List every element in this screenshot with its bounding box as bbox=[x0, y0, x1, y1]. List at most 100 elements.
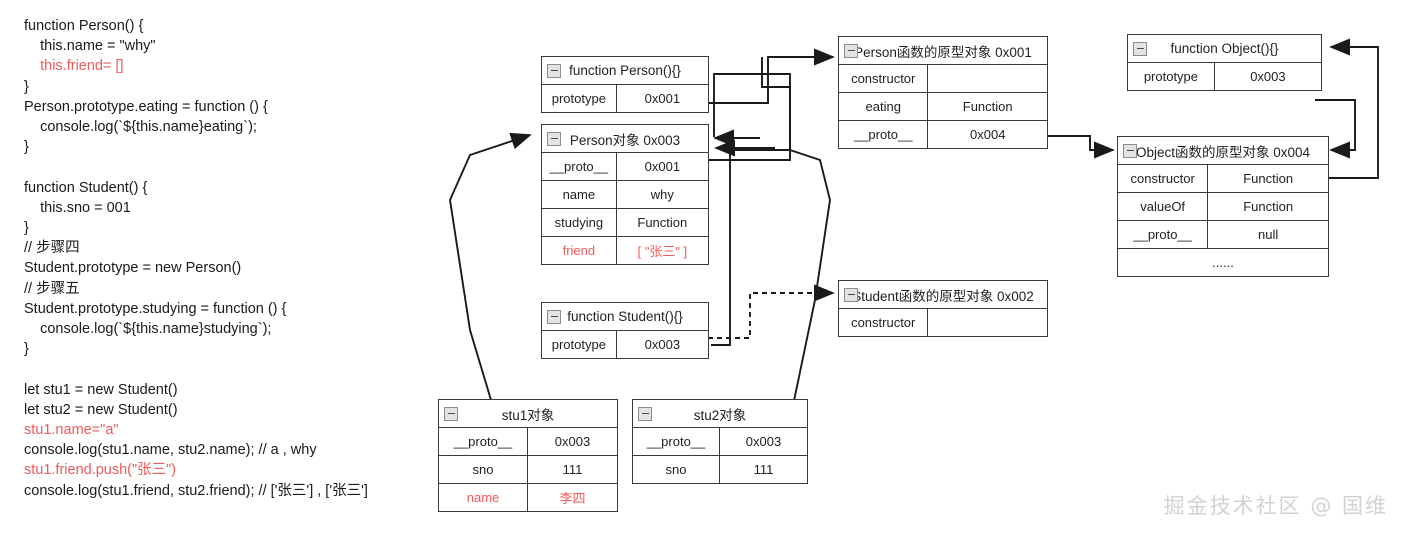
collapse-icon[interactable] bbox=[444, 406, 458, 421]
collapse-icon[interactable] bbox=[844, 287, 858, 302]
box-stu2-object[interactable]: stu2对象 __proto__ 0x003 sno 111 bbox=[632, 399, 808, 484]
table-row: __proto__ 0x004 bbox=[839, 121, 1047, 148]
wire-studentfn-to-personobj-path bbox=[711, 73, 791, 346]
row-key: __proto__ bbox=[839, 121, 929, 148]
code-line-2: this.friend= [] bbox=[24, 58, 124, 75]
row-key: prototype bbox=[1128, 63, 1215, 90]
table-row: __proto__ 0x003 bbox=[439, 428, 617, 456]
row-value: 0x003 bbox=[745, 434, 782, 449]
table-row: studying Function bbox=[542, 209, 708, 237]
code-line-20: stu1.name="a" bbox=[24, 422, 119, 439]
box-title: Object函数的原型对象 0x004 bbox=[1135, 144, 1311, 160]
box-header: function Student(){} bbox=[542, 303, 708, 331]
box-header: stu1对象 bbox=[439, 400, 617, 428]
row-value bbox=[928, 65, 1047, 92]
box-title: function Student(){} bbox=[567, 309, 683, 324]
code-line-1: this.name = "why" bbox=[24, 38, 156, 55]
box-title: stu1对象 bbox=[501, 407, 555, 423]
code-line-18: let stu1 = new Student() bbox=[24, 381, 178, 398]
box-header: stu2对象 bbox=[633, 400, 807, 428]
box-student-prototype[interactable]: Student函数的原型对象 0x002 constructor bbox=[838, 280, 1048, 337]
box-person-object[interactable]: Person对象 0x003 __proto__ 0x001 name why … bbox=[541, 124, 709, 265]
row-key: __proto__ bbox=[542, 153, 617, 180]
box-header: Person函数的原型对象 0x001 bbox=[839, 37, 1047, 65]
row-key: __proto__ bbox=[1118, 221, 1209, 248]
wire-personobj-proto-stub bbox=[706, 57, 791, 161]
code-line-19: let stu2 = new Student() bbox=[24, 401, 178, 418]
code-line-6: } bbox=[24, 139, 29, 156]
code-line-16: } bbox=[24, 341, 29, 358]
table-row: valueOf Function bbox=[1118, 193, 1328, 221]
table-row: constructor bbox=[839, 309, 1047, 336]
box-person-prototype[interactable]: Person函数的原型对象 0x001 constructor eating F… bbox=[838, 36, 1048, 149]
wire-stu1-to-personobj bbox=[449, 132, 532, 421]
wire-stu2-to-personobj bbox=[789, 149, 831, 421]
box-header: Object函数的原型对象 0x004 bbox=[1118, 137, 1328, 165]
row-key: friend bbox=[542, 237, 617, 264]
code-line-12: Student.prototype = new Person() bbox=[24, 260, 242, 277]
box-stu1-object[interactable]: stu1对象 __proto__ 0x003 sno 111 name 李四 bbox=[438, 399, 618, 512]
wire-personfn-to-personproto bbox=[709, 48, 835, 104]
table-row: prototype 0x003 bbox=[1128, 63, 1321, 90]
row-value: Function bbox=[1243, 171, 1294, 186]
box-title: function Person(){} bbox=[569, 63, 681, 78]
code-line-15: console.log(`${this.name}studying`); bbox=[24, 321, 272, 338]
watermark: 掘金技术社区 @ 国维 bbox=[1163, 494, 1388, 518]
row-key: constructor bbox=[839, 309, 929, 336]
code-listing: function Person() { this.name = "why" th… bbox=[24, 16, 444, 501]
collapse-icon[interactable] bbox=[547, 63, 561, 78]
row-key: valueOf bbox=[1118, 193, 1209, 220]
code-line-5: console.log(`${this.name}eating`); bbox=[24, 119, 257, 136]
row-key: ...... bbox=[1212, 255, 1234, 270]
collapse-icon[interactable] bbox=[547, 309, 561, 324]
box-title: Person函数的原型对象 0x001 bbox=[854, 44, 1032, 60]
wire-personproto-to-objectproto bbox=[1047, 135, 1115, 159]
row-value: Function bbox=[1243, 199, 1294, 214]
row-key: sno bbox=[439, 456, 528, 483]
row-key: __proto__ bbox=[439, 428, 528, 455]
row-key: constructor bbox=[839, 65, 929, 92]
box-function-student[interactable]: function Student(){} prototype 0x003 bbox=[541, 302, 709, 359]
row-key: studying bbox=[542, 209, 617, 236]
collapse-icon[interactable] bbox=[638, 406, 652, 421]
box-header: function Object(){} bbox=[1128, 35, 1321, 63]
code-line-10: } bbox=[24, 220, 29, 237]
code-line-9: this.sno = 001 bbox=[24, 199, 131, 216]
row-value: 0x003 bbox=[1250, 69, 1286, 84]
collapse-icon[interactable] bbox=[1133, 41, 1147, 56]
box-header: Person对象 0x003 bbox=[542, 125, 708, 153]
collapse-icon[interactable] bbox=[844, 43, 858, 58]
box-object-prototype[interactable]: Object函数的原型对象 0x004 constructor Function… bbox=[1117, 136, 1329, 277]
code-line-14: Student.prototype.studying = function ()… bbox=[24, 300, 287, 317]
code-line-23: console.log(stu1.friend, stu2.friend); /… bbox=[24, 482, 368, 499]
table-row: sno 111 bbox=[439, 456, 617, 484]
box-function-person[interactable]: function Person(){} prototype 0x001 bbox=[541, 56, 709, 113]
collapse-icon[interactable] bbox=[547, 131, 561, 146]
row-key: name bbox=[542, 181, 617, 208]
table-row: prototype 0x001 bbox=[542, 85, 708, 112]
code-line-22: stu1.friend.push("张三") bbox=[24, 462, 177, 479]
row-value: 0x004 bbox=[970, 127, 1006, 142]
code-line-4: Person.prototype.eating = function () { bbox=[24, 98, 268, 115]
row-value: 111 bbox=[562, 462, 583, 477]
box-function-object[interactable]: function Object(){} prototype 0x003 bbox=[1127, 34, 1322, 91]
code-line-8: function Student() { bbox=[24, 179, 148, 196]
box-title: stu2对象 bbox=[693, 407, 747, 423]
row-value: 0x001 bbox=[644, 159, 681, 174]
row-key: sno bbox=[633, 456, 720, 483]
table-row: name 李四 bbox=[439, 484, 617, 511]
code-line-17 bbox=[24, 359, 444, 379]
row-value: [ "张三" ] bbox=[637, 244, 688, 259]
row-value: 111 bbox=[753, 462, 774, 477]
row-key: constructor bbox=[1118, 165, 1209, 192]
collapse-icon[interactable] bbox=[1123, 143, 1137, 158]
table-row: sno 111 bbox=[633, 456, 807, 483]
code-line-7 bbox=[24, 157, 444, 177]
row-value: Function bbox=[962, 99, 1013, 114]
row-key: prototype bbox=[542, 85, 617, 112]
box-header: Student函数的原型对象 0x002 bbox=[839, 281, 1047, 309]
wire-objectproto-ctor-to-objectfn bbox=[1328, 38, 1379, 179]
table-row: constructor Function bbox=[1118, 165, 1328, 193]
row-value: 0x003 bbox=[554, 434, 591, 449]
